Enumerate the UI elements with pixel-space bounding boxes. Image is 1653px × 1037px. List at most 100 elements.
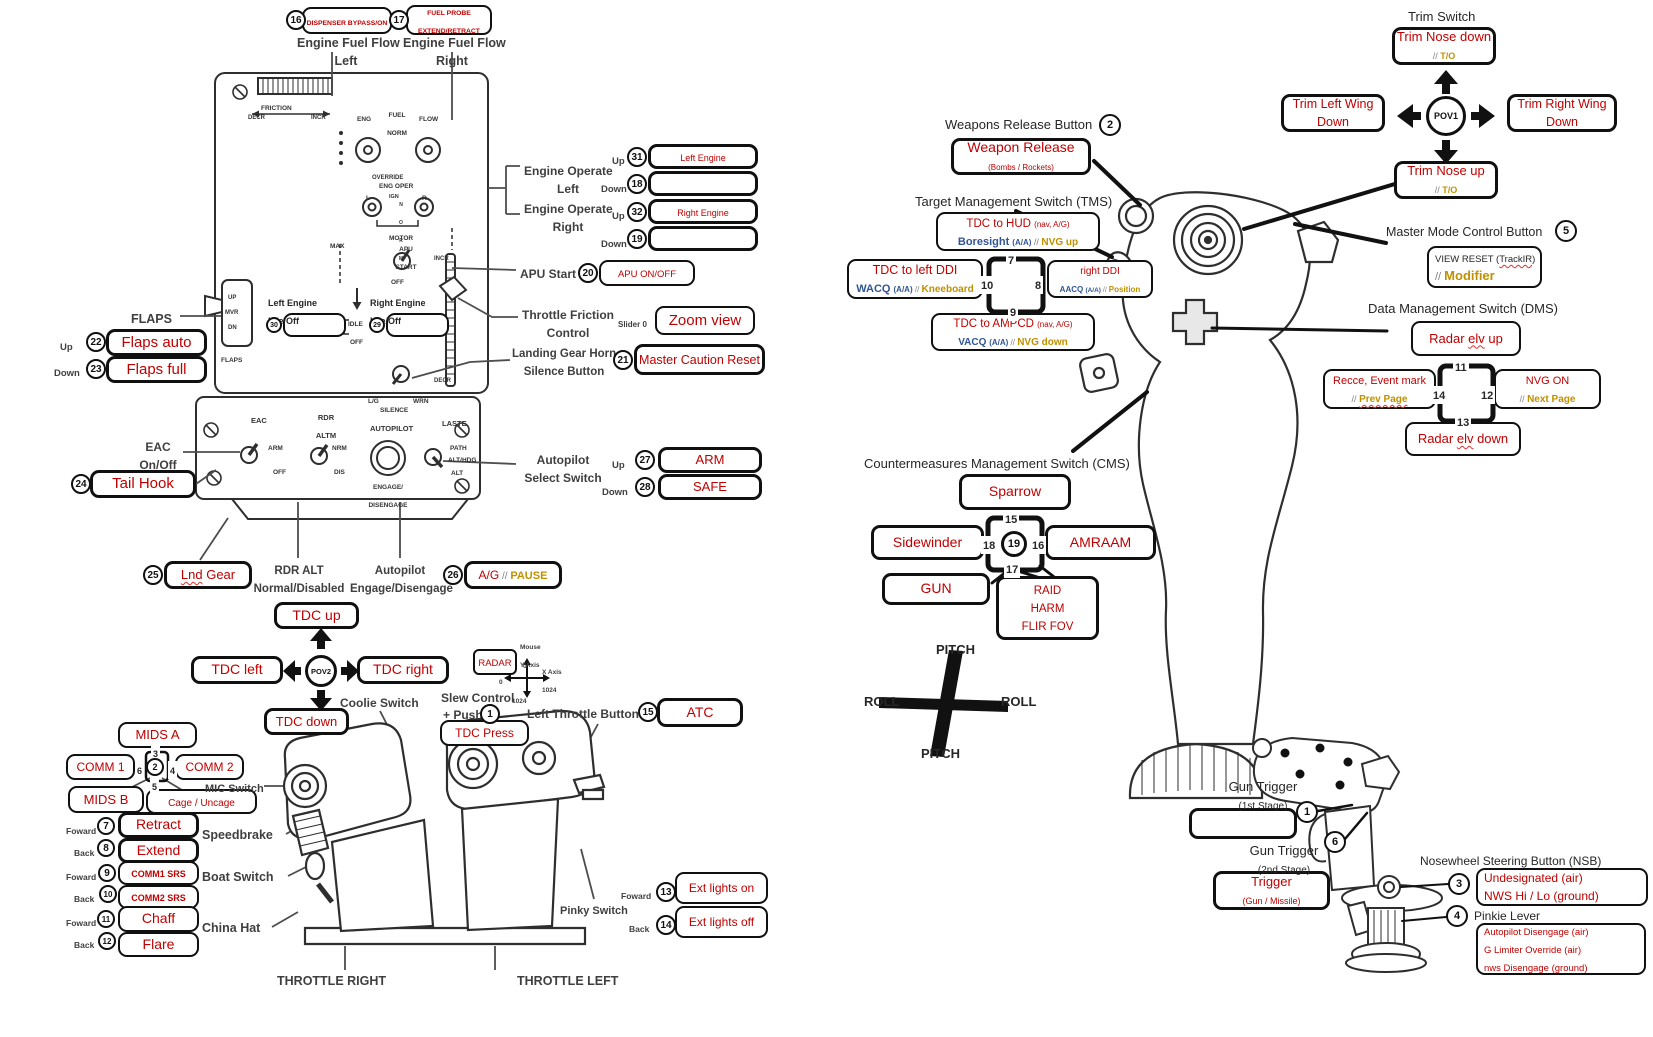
callout-19: 19 <box>627 229 647 249</box>
flaps-mvr-label: MVR <box>225 310 239 316</box>
callout-19-cms: 19 <box>1001 531 1027 557</box>
apu-start-label: APU Start <box>520 267 577 281</box>
callout-23: 23 <box>86 359 106 379</box>
num-8: 8 <box>1033 276 1044 294</box>
chaff-box: Chaff <box>118 906 199 932</box>
down-28-label: Down <box>602 487 628 498</box>
arm-box: ARM <box>658 447 762 473</box>
num-6: 6 <box>135 761 145 779</box>
axis-zero-left-label: 0 <box>499 679 503 686</box>
off-eac-label: OFF <box>273 469 286 476</box>
engine-left-idle-box <box>283 313 346 337</box>
flaps-auto-box: Flaps auto <box>106 329 207 356</box>
gun-box: GUN <box>882 573 990 605</box>
pov1-arrows <box>1397 70 1495 164</box>
nsb-label: Nosewheel Steering Button (NSB) <box>1420 854 1602 868</box>
callout-27: 27 <box>635 450 655 470</box>
callout-24: 24 <box>71 474 91 494</box>
back-8-label: Back <box>74 848 95 858</box>
num-9: 9 <box>1008 303 1019 321</box>
pov1-hat: POV1 <box>1426 96 1466 136</box>
comm1-srs-box: COMM1 SRS <box>118 861 199 885</box>
num-17: 17 <box>1004 560 1021 578</box>
view-reset-box: VIEW RESET (TrackIR)// Modifier <box>1427 246 1542 288</box>
wrn-label: WRN <box>413 398 429 405</box>
retract-box: Retract <box>118 812 199 838</box>
decr-lever-label: DECR <box>434 378 452 384</box>
foward-7-label: Foward <box>66 826 97 836</box>
back-10-label: Back <box>74 894 95 904</box>
mids-a-box: MIDS A <box>118 722 197 748</box>
ag-pause-box: A/G // PAUSE <box>464 561 562 589</box>
callout-14: 14 <box>656 915 676 935</box>
slider-0-label: Slider 0 <box>618 320 647 329</box>
callout-1-slew: 1 <box>480 704 500 724</box>
gun-trigger-1-box <box>1189 808 1297 839</box>
tdc-left-box: TDC left <box>191 656 283 684</box>
tdc-hud-box: TDC to HUD (nav, A/G)Boresight (A/A) // … <box>936 212 1100 251</box>
eng-oper-label: ENG OPER <box>379 183 414 190</box>
pinkie-lever-label: Pinkie Lever <box>1474 909 1541 923</box>
num-3: 3 <box>151 744 161 762</box>
alt-label: ALT <box>451 470 464 477</box>
throttle-label-lines <box>344 946 496 970</box>
num-13: 13 <box>1455 413 1472 431</box>
engine-right-down-box <box>648 226 758 251</box>
throttle-right-label: THROTTLE RIGHT <box>277 974 387 988</box>
gun-trigger-2-label: Gun Trigger(2nd Stage) <box>1249 843 1319 876</box>
throttle-panel-drawing <box>195 72 489 520</box>
dms-label: Data Management Switch (DMS) <box>1368 301 1559 316</box>
gun-trigger-1-label: Gun Trigger(1st Stage) <box>1228 779 1298 812</box>
down-18-label: Down <box>601 184 627 195</box>
tdc-up-box: TDC up <box>274 602 359 629</box>
radar-elv-up-box: Radar elv up <box>1411 321 1521 356</box>
ext-lights-on-box: Ext lights on <box>675 872 768 904</box>
safe-box: SAFE <box>658 474 762 500</box>
mic-switch-label: MIC Switch <box>205 783 264 795</box>
path-label: PATH <box>450 445 467 452</box>
callout-13: 13 <box>656 882 676 902</box>
override-label: OVERRIDE <box>372 175 404 181</box>
pinky-switch-label: Pinky Switch <box>560 905 628 917</box>
callout-1-gun: 1 <box>1296 801 1318 823</box>
callout-2-mic: 2 <box>146 758 164 776</box>
pinkie-lever-box: Autopilot Disengage (air)G Limiter Overr… <box>1476 923 1646 975</box>
speedbrake-label: Speedbrake <box>202 828 273 842</box>
callout-7: 7 <box>97 817 115 835</box>
num-7: 7 <box>1006 251 1017 269</box>
trim-nose-up-box: Trim Nose up// T/O <box>1394 161 1498 199</box>
axis-1024-bottom-label: 1024 <box>512 698 527 705</box>
callout-11: 11 <box>97 910 115 928</box>
mouse-axis-cross <box>504 658 550 698</box>
roll-right-label: ROLL <box>1001 694 1037 709</box>
dispenser-bypass-box: DISPENSER BYPASS/ON <box>302 7 392 34</box>
engage-panel-label: ENGAGE/DISENGAGE <box>368 484 408 509</box>
callout-31: 31 <box>627 147 647 167</box>
eng-knob-label: ENG <box>357 116 372 123</box>
pitch-top-label: PITCH <box>936 642 975 657</box>
callout-30: 30 <box>266 317 282 333</box>
comm-2-box: COMM 2 <box>175 754 244 780</box>
back-12-label: Back <box>74 940 95 950</box>
down-19-label: Down <box>601 239 627 250</box>
arm-panel-label: ARM <box>268 445 283 452</box>
sidewinder-box: Sidewinder <box>871 525 984 560</box>
ext-lights-off-box: Ext lights off <box>675 906 768 938</box>
apu-off-label: OFF <box>391 279 404 286</box>
foward-13-label: Foward <box>621 891 652 901</box>
callout-26: 26 <box>443 565 463 585</box>
num-10: 10 <box>979 276 996 294</box>
axis-zero-top-label: 0 <box>523 663 527 670</box>
